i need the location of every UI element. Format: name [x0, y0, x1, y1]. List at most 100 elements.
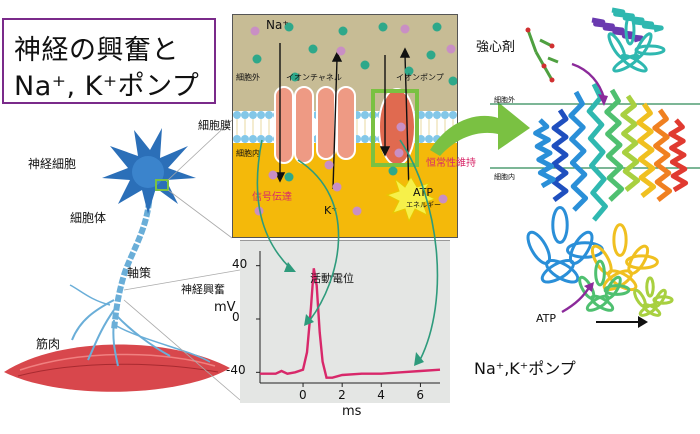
na-ion-icon	[404, 66, 414, 76]
helix-ribbon	[652, 108, 673, 202]
molecule-atom	[549, 77, 555, 83]
label-protein-atp: ATP	[536, 312, 557, 325]
na-ion-icon	[284, 172, 294, 182]
cardiotonic-molecule	[539, 38, 553, 48]
sheet-ribbon	[604, 275, 622, 300]
ion-channel-2-icon	[316, 86, 356, 160]
x-tick-label: 4	[377, 388, 385, 402]
molecule-atom	[549, 43, 555, 49]
na-ion-icon	[308, 44, 318, 54]
na-ion-icon	[448, 76, 457, 86]
sheet-ribbon	[642, 303, 662, 317]
sheet-ribbon	[585, 294, 610, 312]
label-outside: 細胞外	[236, 73, 260, 82]
sheet-ribbon	[653, 288, 667, 308]
lipid-head	[257, 135, 265, 143]
label-signal-transmission: 信号伝達	[252, 192, 292, 203]
na-ion-icon	[338, 26, 348, 36]
muscle-icon	[4, 344, 230, 392]
na-ion-icon	[284, 22, 294, 32]
lipid-head	[449, 135, 457, 143]
helix-ribbon	[568, 90, 589, 212]
x-tick-label: 2	[338, 388, 346, 402]
lipid-head	[233, 135, 241, 143]
sheet-ribbon	[624, 14, 636, 46]
sheet-ribbon	[633, 288, 647, 308]
title-box: 神経の興奮と Na⁺, K⁺ポンプ	[2, 18, 216, 104]
label-energy: エネルギー	[406, 201, 441, 209]
lipid-head	[425, 135, 433, 143]
na-ion-icon	[252, 54, 262, 64]
sheet-ribbon	[526, 230, 552, 265]
label-muscle: 筋肉	[36, 337, 61, 351]
lipid-head	[361, 111, 369, 119]
sheet-ribbon	[645, 276, 655, 298]
k-ion-icon	[250, 26, 260, 36]
sheet-ribbon	[590, 294, 615, 312]
k-ion-icon	[394, 148, 404, 158]
x-tick-label: 6	[416, 388, 425, 402]
lipid-head	[361, 135, 369, 143]
cardiotonic-molecule	[526, 29, 538, 53]
sheet-ribbon	[612, 53, 640, 73]
label-homeostasis: 恒常性維持	[426, 158, 476, 169]
title-line-2: Na⁺, K⁺ポンプ	[14, 71, 200, 102]
label-atp: ATP	[413, 186, 434, 199]
lipid-head	[433, 135, 441, 143]
helix-ribbon	[533, 118, 556, 189]
helix-ribbon	[636, 102, 657, 198]
y-tick-label: 0	[232, 310, 240, 324]
cardiotonic-molecule	[547, 56, 559, 64]
na-ion-icon	[426, 50, 436, 60]
neuron-illustration	[4, 119, 240, 401]
na-ion-icon	[360, 60, 370, 70]
helix-ribbon	[604, 88, 625, 202]
label-inside: 細胞内	[236, 149, 260, 158]
neuron-body-icon	[102, 128, 196, 214]
ap-annotation: 活動電位	[310, 272, 354, 285]
label-axon: 軸策	[127, 266, 152, 280]
lipid-head	[257, 111, 265, 119]
y-tick-label: -40	[226, 363, 246, 378]
helix-ribbon	[611, 7, 664, 33]
label-excitation: 神経興奮	[181, 283, 225, 296]
k-ion-icon	[352, 206, 362, 216]
lipid-head	[241, 135, 249, 143]
lipid-head	[441, 135, 449, 143]
helix-ribbon	[586, 82, 608, 222]
ion-channel-1-icon	[274, 86, 314, 164]
sheet-ribbon	[627, 244, 650, 276]
sheet-ribbon	[551, 206, 569, 244]
label-neuron: 神経細胞	[28, 157, 77, 171]
sheet-ribbon	[540, 258, 575, 284]
sheet-ribbon	[568, 230, 594, 265]
lipid-head	[265, 111, 273, 119]
lipid-head	[425, 111, 433, 119]
axon-icon	[69, 191, 211, 367]
sheet-ribbon	[545, 258, 580, 284]
sheet-ribbon	[620, 53, 648, 73]
label-membrane: 細胞膜	[198, 119, 231, 132]
na-ion-icon	[378, 22, 388, 32]
y-tick-label: 40	[232, 256, 248, 271]
label-protein-inside: 細胞内	[494, 173, 515, 181]
sheet-ribbon	[633, 32, 653, 60]
action-potential-panel	[240, 240, 450, 403]
label-cell-body: 細胞体	[70, 211, 107, 225]
k-ion-icon	[336, 46, 346, 56]
molecule-atom	[541, 63, 547, 69]
sheet-ribbon	[634, 44, 666, 56]
lipid-head	[249, 111, 257, 119]
helix-ribbon	[620, 94, 641, 192]
sheet-ribbon	[606, 269, 638, 292]
k-ion-icon	[332, 182, 342, 192]
label-protein-outside: 細胞外	[494, 96, 515, 104]
sheet-ribbon	[638, 303, 658, 317]
k-ion-icon	[400, 24, 410, 34]
lipid-head	[441, 111, 449, 119]
sheet-ribbon	[603, 284, 631, 296]
sheet-ribbon	[607, 32, 627, 60]
title-line-1: 神経の興奮と	[14, 35, 179, 66]
sheet-ribbon	[602, 269, 634, 292]
pump-protein-icon	[525, 7, 689, 317]
